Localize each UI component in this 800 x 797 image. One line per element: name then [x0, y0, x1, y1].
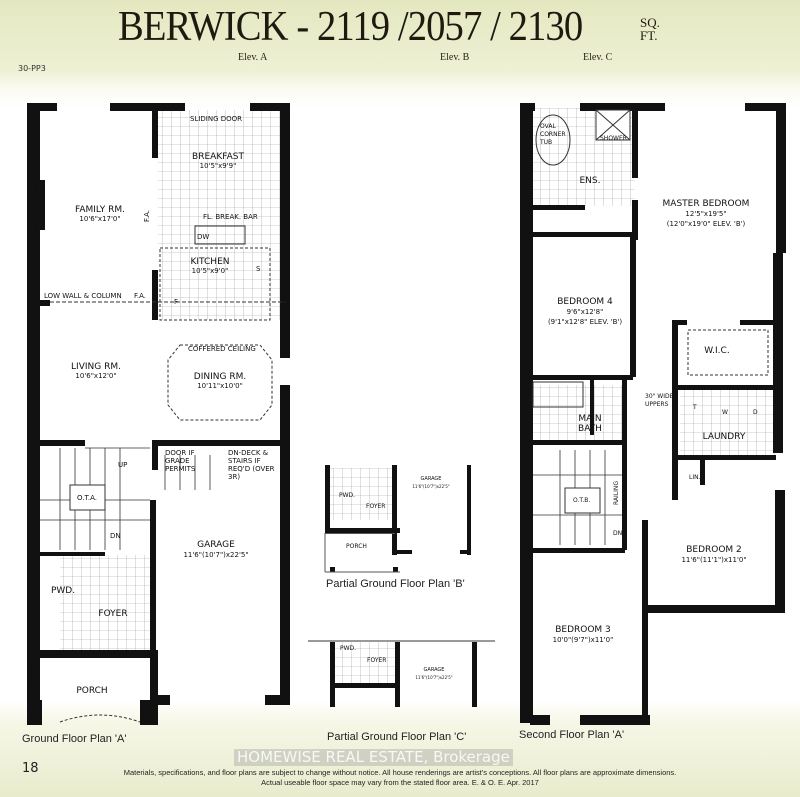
ground-floor-caption: Ground Floor Plan 'A'	[22, 733, 127, 745]
garage-label: GARAGE	[197, 540, 235, 550]
plan-code: 30-PP3	[18, 64, 46, 73]
fridge-label: F	[174, 298, 179, 306]
ground-floor-plan	[27, 103, 290, 725]
partial-b-porch: PORCH	[346, 543, 367, 550]
otb-label: O.T.B.	[573, 497, 591, 504]
partial-plan-b	[324, 465, 471, 573]
partial-c-garage-dim: 11'6"(10'7")x22'5"	[415, 675, 453, 680]
tub-t-label: T	[693, 404, 697, 411]
linen-label: LIN.	[689, 474, 701, 481]
partial-b-foyer: FOYER	[366, 503, 386, 510]
sink-label: S	[256, 265, 261, 273]
partial-b-garage: GARAGE	[420, 476, 442, 482]
master-bedroom-label: MASTER BEDROOM	[662, 199, 750, 209]
dining-room-dim: 10'11"x10'0"	[197, 382, 243, 390]
partial-c-garage: GARAGE	[423, 667, 445, 673]
porch-label: PORCH	[76, 686, 108, 696]
main-bath-label: MAIN BATH	[578, 414, 602, 434]
living-room-dim: 10'6"x12'0"	[75, 372, 117, 380]
disclaimer-line-2: Actual useable floor space may vary from…	[261, 778, 539, 787]
partial-plan-c	[308, 640, 495, 707]
ota-label: O.T.A.	[77, 494, 98, 502]
kitchen-tile	[158, 110, 285, 320]
break-bar-note: FL. BREAK. BAR	[203, 213, 258, 221]
door-if-grade-note: DOOR IF GRADE PERMITS	[165, 449, 196, 473]
laundry-label: LAUNDRY	[702, 432, 746, 442]
page-title: BERWICK - 2119 /2057 / 2130	[118, 4, 583, 50]
family-room-dim: 10'6"x17'0"	[79, 215, 121, 223]
railing-note: RAILING	[613, 480, 620, 505]
living-room-label: LIVING RM.	[71, 362, 121, 372]
deck-stairs-note: DN-DECK & STAIRS IF REQ'D (OVER 3R)	[228, 449, 275, 481]
unit-top: SQ.	[640, 15, 660, 30]
dryer-label: D	[753, 409, 758, 416]
page-number: 18	[22, 761, 39, 776]
second-dn-label: DN	[613, 530, 623, 537]
dn-label: DN	[110, 532, 121, 540]
fa-note-2: F.A.	[134, 292, 147, 300]
bedroom-4-label: BEDROOM 4	[557, 297, 613, 307]
partial-b-garage-dim: 11'6"(10'7")x22'5"	[412, 484, 450, 489]
coffered-ceiling-note: COFFERED CEILING	[188, 345, 256, 353]
partial-b-caption: Partial Ground Floor Plan 'B'	[326, 578, 465, 590]
ensuite-label: ENS.	[579, 176, 601, 186]
wic-label: W.I.C.	[704, 346, 730, 356]
foyer-tile	[60, 555, 155, 650]
bedroom-2-dim: 11'6"(11'1")x11'0"	[681, 556, 747, 564]
bedroom-3-dim: 10'0"(9'7")x11'0"	[552, 636, 614, 644]
uppers-note: 30" WIDE UPPERS	[645, 393, 674, 408]
partial-b-pwd: PWD.	[339, 492, 356, 499]
sqft-unit: SQ.FT.	[640, 16, 660, 42]
gas-fireplace-note: GAS FIREPLACE	[32, 177, 40, 232]
up-label: UP	[118, 461, 128, 469]
bedroom-2-label: BEDROOM 2	[686, 545, 742, 555]
elev-c-label: Elev. C	[583, 52, 613, 63]
elev-a-label: Elev. A	[238, 52, 268, 63]
foyer-label: FOYER	[98, 609, 128, 619]
oval-tub-note: OVAL CORNER TUB	[540, 123, 566, 146]
disclaimer: Materials, specifications, and floor pla…	[0, 768, 800, 788]
dishwasher-label: DW	[197, 233, 210, 241]
partial-c-caption: Partial Ground Floor Plan 'C'	[327, 731, 467, 743]
bedroom-4-alt-dim: (9'1"x12'8" ELEV. 'B')	[547, 318, 623, 326]
powder-room-label: PWD.	[50, 586, 76, 596]
lw-note: L.W.	[29, 667, 37, 682]
bedroom-4-dim: 9'6"x12'8"	[566, 308, 604, 316]
wall	[27, 103, 40, 723]
shower-note: SHOWER	[600, 135, 627, 142]
master-bedroom-dim: 12'5"x19'5"	[685, 210, 727, 218]
kitchen-dim: 10'5"x9'0"	[191, 267, 229, 275]
garage-dim: 11'6"(10'7")x22'5"	[183, 551, 249, 559]
second-floor-caption: Second Floor Plan 'A'	[519, 729, 625, 741]
low-wall-note: LOW WALL & COLUMN	[44, 292, 122, 300]
breakfast-label: BREAKFAST	[192, 152, 244, 162]
unit-bottom: FT.	[640, 28, 658, 43]
kitchen-label: KITCHEN	[190, 257, 230, 267]
breakfast-dim: 10'5"x9'9"	[199, 162, 237, 170]
watermark: HOMEWISE REAL ESTATE, Brokerage	[234, 749, 513, 766]
disclaimer-line-1: Materials, specifications, and floor pla…	[123, 768, 677, 777]
second-floor-plan	[520, 103, 786, 725]
partial-c-pwd: PWD.	[340, 645, 357, 652]
partial-c-foyer: FOYER	[367, 657, 387, 664]
elev-b-label: Elev. B	[440, 52, 470, 63]
family-room-label: FAMILY RM.	[75, 205, 125, 215]
sliding-door-note: SLIDING DOOR	[190, 115, 243, 123]
dining-room-label: DINING RM.	[193, 372, 247, 382]
bedroom-3-label: BEDROOM 3	[555, 625, 611, 635]
master-bedroom-alt-dim: (12'0"x19'0" ELEV. 'B')	[666, 220, 746, 228]
fa-note: F.A.	[143, 209, 151, 222]
washer-label: W	[722, 409, 728, 416]
